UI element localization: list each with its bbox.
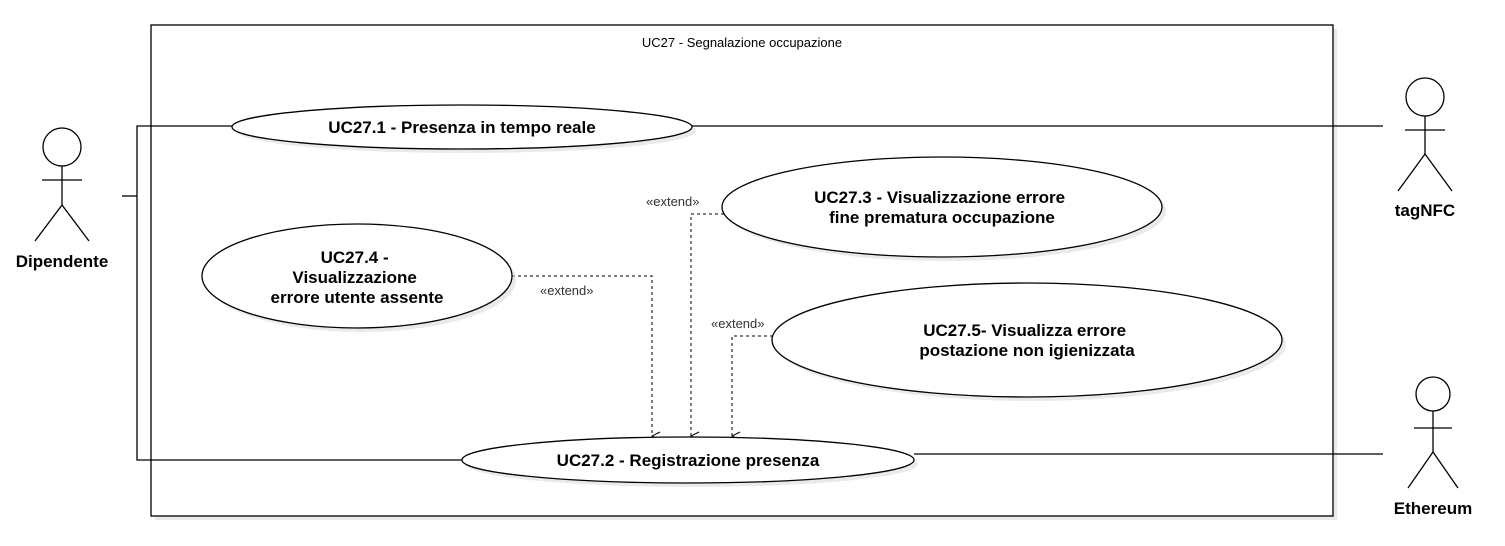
actor-label-ethereum: Ethereum (1394, 499, 1472, 518)
svg-text:UC27.4 - Visualizzazione: UC27.4 - Visualizzazione errore utente a… (271, 248, 444, 307)
actor-head (42, 127, 82, 167)
use-case-uc27-5[interactable]: UC27.5- Visualizza errore postazione non… (771, 282, 1286, 401)
use-case-uc27-2[interactable]: UC27.2 - Registrazione presenza (461, 436, 918, 487)
svg-text:UC27.2 - Registrazione presenz: UC27.2 - Registrazione presenza (557, 451, 820, 470)
actor-head (1405, 77, 1445, 117)
uc27-5-label-line1: UC27.5- Visualizza errore (923, 321, 1126, 340)
system-boundary: UC27 - Segnalazione occupazione (150, 24, 1337, 520)
extend-arrow-uc27-5 (732, 335, 773, 436)
svg-text:UC27.1 - Presenza in tempo rea: UC27.1 - Presenza in tempo reale (328, 118, 595, 137)
svg-text:UC27.5- Visualizza errore: UC27.5- Visualizza errore postazione non… (919, 321, 1135, 360)
extend-arrow-uc27-3 (691, 213, 724, 436)
extend-arrow-uc27-4 (512, 275, 652, 436)
extend-label-uc27-5: «extend» (711, 316, 765, 331)
associations (122, 125, 1383, 461)
actor-ethereum[interactable]: Ethereum (1394, 376, 1472, 518)
uc27-5-label-line2: postazione non igienizzata (919, 341, 1135, 360)
use-case-uc27-4[interactable]: UC27.4 - Visualizzazione errore utente a… (201, 223, 516, 332)
use-case-uc27-3[interactable]: UC27.3 - Visualizzazione errore fine pre… (721, 156, 1166, 261)
uc27-2-label: UC27.2 - Registrazione presenza (557, 451, 820, 470)
actor-label-tagnfc: tagNFC (1395, 201, 1455, 220)
actor-tagnfc[interactable]: tagNFC (1395, 77, 1455, 220)
extend-label-uc27-4: «extend» (540, 283, 594, 298)
extend-relations: «extend» «extend» «extend» (512, 194, 773, 436)
uc27-4-label-line2: Visualizzazione (292, 268, 416, 287)
uc27-1-label: UC27.1 - Presenza in tempo reale (328, 118, 595, 137)
system-title: UC27 - Segnalazione occupazione (642, 35, 842, 50)
extend-label-uc27-3: «extend» (646, 194, 700, 209)
uc27-4-label-line1: UC27.4 - (321, 248, 389, 267)
uc27-3-label-line1: UC27.3 - Visualizzazione errore (814, 188, 1065, 207)
actor-head (1415, 376, 1451, 412)
uc27-4-label-line3: errore utente assente (271, 288, 444, 307)
actor-label-dipendente: Dipendente (16, 252, 109, 271)
actor-dipendente[interactable]: Dipendente (16, 127, 109, 271)
svg-text:UC27.3 - Visualizzazione error: UC27.3 - Visualizzazione errore fine pre… (814, 188, 1070, 227)
use-case-uc27-1[interactable]: UC27.1 - Presenza in tempo reale (231, 104, 696, 153)
uc27-3-label-line2: fine prematura occupazione (829, 208, 1055, 227)
